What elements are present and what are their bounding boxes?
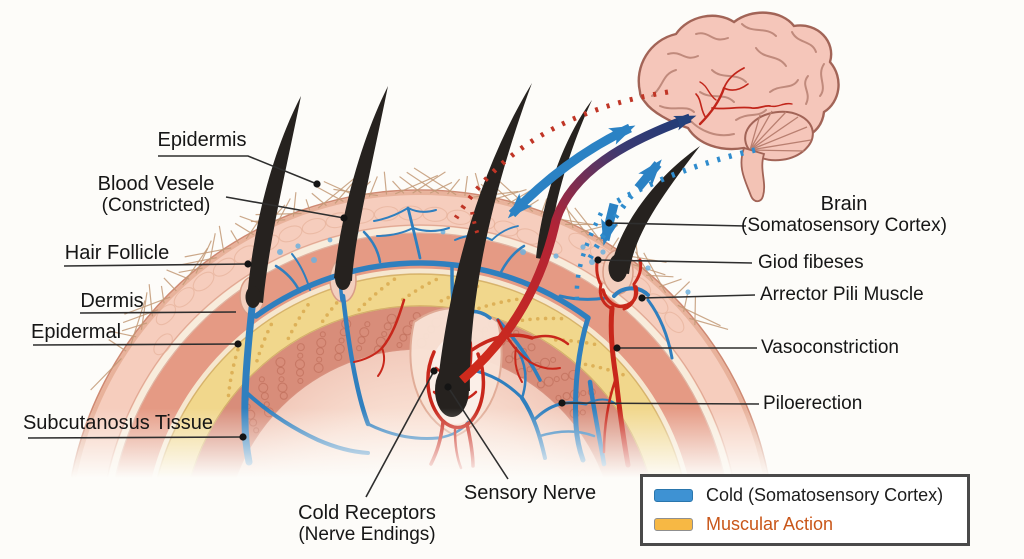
brain-stem [740,146,766,203]
legend-item-cold: Cold (Somatosensory Cortex) [654,485,967,506]
legend-swatch-cold [654,489,693,502]
label-arrector-pili: Arrector Pili Muscle [760,284,924,305]
pathway-arrows [453,89,756,384]
ascending-up-arrow [634,159,662,191]
label-cold-receptors-line1: Cold Receptors [298,502,436,524]
brain-gyri [651,23,825,137]
label-brain: Brain (Somatosensory Cortex) [741,193,947,237]
sensory-to-brain-arrow [459,113,697,384]
legend-item-muscular: Muscular Action [654,514,967,535]
leader-lines [27,155,760,498]
ascending-dotted-blue [587,188,639,260]
label-sensory-nerve: Sensory Nerve [463,482,597,504]
legend-label-muscular: Muscular Action [706,514,834,534]
signal-trails [470,211,604,301]
legend-label-cold: Cold (Somatosensory Cortex) [706,485,944,505]
label-vasoconstriction: Vasoconstriction [761,337,899,358]
cold-signal-double-arrow [507,123,636,219]
legend-swatch-muscular [654,518,693,531]
label-cold-receptors-line2: (Nerve Endings) [298,524,436,546]
label-nerve-fibers: Giod fibeses [758,252,864,273]
label-brain-line1: Brain [820,193,868,215]
brain-blood-vessels [695,67,793,126]
label-blood-vessel-line2: (Constricted) [101,195,211,217]
label-epidermal: Epidermal [30,321,122,343]
label-blood-vessel: Blood Vesele (Constricted) [98,173,215,217]
label-epidermis: Epidermis [157,129,247,151]
label-brain-line2: (Somatosensory Cortex) [741,215,947,237]
cerebellum-striations [749,110,812,152]
label-blood-vessel-line1: Blood Vesele [97,173,215,195]
label-cold-receptors: Cold Receptors (Nerve Endings) [298,502,436,546]
bottom-fade [0,408,1024,480]
label-hair-follicle: Hair Follicle [64,242,170,264]
label-dermis: Dermis [80,290,144,312]
brain-response-dotted-blue [614,147,756,205]
label-subcutaneous-tissue: Subcutanosus Tissue [22,412,214,434]
label-piloerection: Piloerection [763,393,863,414]
legend-box: Cold (Somatosensory Cortex) Muscular Act… [640,474,970,546]
